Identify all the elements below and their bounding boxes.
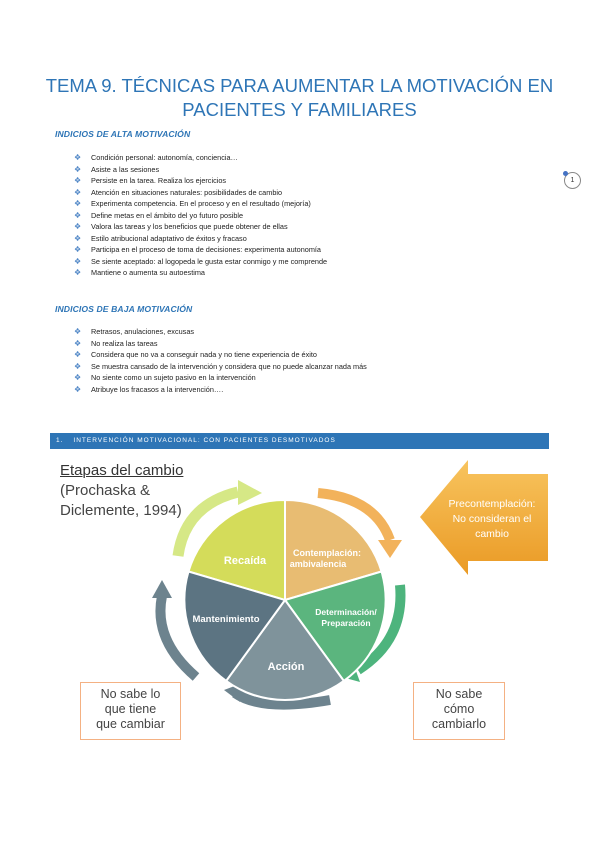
diamond-bullet-icon: ❖ xyxy=(74,268,82,278)
low-motivation-heading: INDICIOS DE BAJA MOTIVACIÓN xyxy=(55,304,193,314)
list-item: ❖Persiste en la tarea. Realiza los ejerc… xyxy=(74,176,227,186)
list-item: ❖Se siente aceptado: al logopeda le gust… xyxy=(74,256,328,266)
precontemplation-line-1: Precontemplación: xyxy=(449,498,536,510)
diamond-bullet-icon: ❖ xyxy=(74,384,82,394)
list-item: ❖Atribuye los fracasos a la intervención… xyxy=(74,384,224,394)
diamond-bullet-icon: ❖ xyxy=(74,256,82,266)
diamond-bullet-icon: ❖ xyxy=(74,176,82,186)
title-line-1: TEMA 9. TÉCNICAS PARA AUMENTAR LA MOTIVA… xyxy=(45,75,554,96)
high-motivation-heading: INDICIOS DE ALTA MOTIVACIÓN xyxy=(55,129,191,139)
slate-left-arrowhead-icon xyxy=(152,580,172,598)
section-header-bar: 1. INTERVENCIÓN MOTIVACIONAL: CON PACIENT… xyxy=(50,433,549,449)
label-contemplacion-1: Contemplación: xyxy=(293,548,361,558)
page-number-badge: 1 xyxy=(563,171,581,189)
label-determinacion-2: Preparación xyxy=(321,618,370,628)
list-item: ❖Valora las tareas y los beneficios que … xyxy=(74,222,288,232)
diamond-bullet-icon: ❖ xyxy=(74,350,82,360)
diamond-bullet-icon: ❖ xyxy=(74,373,82,383)
diamond-bullet-icon: ❖ xyxy=(74,361,82,371)
label-contemplacion-2: ambivalencia xyxy=(290,559,348,569)
list-item: ❖Participa en el proceso de toma de deci… xyxy=(74,245,321,255)
figure-heading: Etapas del cambio xyxy=(60,462,184,479)
precontemplation-line-2: No consideran el xyxy=(453,513,532,525)
page-title: TEMA 9. TÉCNICAS PARA AUMENTAR LA MOTIVA… xyxy=(40,74,559,122)
label-mantenimiento: Mantenimiento xyxy=(192,614,259,625)
segment-accion xyxy=(224,598,346,702)
left-note-line-2: que tiene xyxy=(104,702,157,716)
diamond-bullet-icon: ❖ xyxy=(74,210,82,220)
diamond-bullet-icon: ❖ xyxy=(74,199,82,209)
diamond-bullet-icon: ❖ xyxy=(74,338,82,348)
list-item: ❖Atención en situaciones naturales: posi… xyxy=(74,187,283,197)
green-arrowhead-icon xyxy=(238,480,262,505)
diamond-bullet-icon: ❖ xyxy=(74,245,82,255)
segment-recaida xyxy=(187,498,286,602)
label-determinacion-1: Determinación/ xyxy=(315,607,377,617)
diamond-bullet-icon: ❖ xyxy=(74,153,82,162)
segment-determinacion xyxy=(283,570,387,683)
list-item: ❖Estilo atribucional adaptativo de éxito… xyxy=(74,233,247,243)
list-item: ❖No siente como un sujeto pasivo en la i… xyxy=(74,373,256,383)
list-item: ❖No realiza las tareas xyxy=(74,338,158,348)
diamond-bullet-icon: ❖ xyxy=(74,222,82,232)
list-item: ❖Asiste a las sesiones xyxy=(74,164,160,174)
diamond-bullet-icon: ❖ xyxy=(74,233,82,243)
section-label: INTERVENCIÓN MOTIVACIONAL: CON PACIENTES… xyxy=(73,437,336,444)
slate-cycle-arrow xyxy=(232,688,331,710)
high-motivation-list: ❖Condición personal: autonomía, concienc… xyxy=(74,152,327,279)
list-item: ❖Define metas en el ámbito del yo futuro… xyxy=(74,210,244,220)
badge-dot-icon xyxy=(563,171,568,176)
orange-cycle-arrow xyxy=(317,488,395,542)
precontemplation-arrow xyxy=(420,460,548,575)
author-line-1: (Prochaska & xyxy=(60,482,151,499)
orange-arrowhead-icon xyxy=(378,540,402,558)
author-line-2: Diclemente, 1994) xyxy=(60,502,182,519)
segment-mantenimiento xyxy=(183,570,287,683)
diamond-bullet-icon: ❖ xyxy=(74,187,82,197)
segment-contemplacion xyxy=(284,498,383,602)
right-note-box: No sabe cómo cambiarlo xyxy=(413,682,505,740)
list-item: ❖Condición personal: autonomía, concienc… xyxy=(74,153,238,162)
left-note-line-3: que cambiar xyxy=(96,717,165,731)
title-line-2: PACIENTES Y FAMILIARES xyxy=(182,99,417,120)
low-motivation-list: ❖Retrasos, anulaciones, excusas ❖No real… xyxy=(74,326,367,395)
list-item: ❖Mantiene o aumenta su autoestima xyxy=(74,268,205,278)
slate-arrowhead-icon xyxy=(224,684,240,702)
right-note-line-1: No sabe xyxy=(435,687,483,701)
right-note-line-2: cómo xyxy=(443,702,475,716)
left-note-box: No sabe lo que tiene que cambiar xyxy=(80,682,181,740)
list-item: ❖Experimenta competencia. En el proceso … xyxy=(74,199,311,209)
section-number: 1. xyxy=(56,437,64,444)
slate-left-arrow xyxy=(155,595,200,681)
diamond-bullet-icon: ❖ xyxy=(74,327,82,336)
list-item: ❖Retrasos, anulaciones, excusas xyxy=(74,327,195,336)
teal-cycle-arrow xyxy=(355,584,406,675)
list-item: ❖Se muestra cansado de la intervención y… xyxy=(74,361,367,371)
figure-authors: (Prochaska & Diclemente, 1994) xyxy=(60,481,182,521)
diamond-bullet-icon: ❖ xyxy=(74,164,82,174)
green-cycle-arrow xyxy=(172,486,240,557)
precontemplation-line-3: cambio xyxy=(475,528,509,540)
right-note-line-3: cambiarlo xyxy=(431,717,487,731)
label-recaida: Recaída xyxy=(224,555,267,567)
left-note-line-1: No sabe lo xyxy=(100,687,161,701)
label-accion: Acción xyxy=(268,661,305,673)
list-item: ❖Considera que no va a conseguir nada y … xyxy=(74,350,317,360)
page-number: 1 xyxy=(570,177,575,184)
